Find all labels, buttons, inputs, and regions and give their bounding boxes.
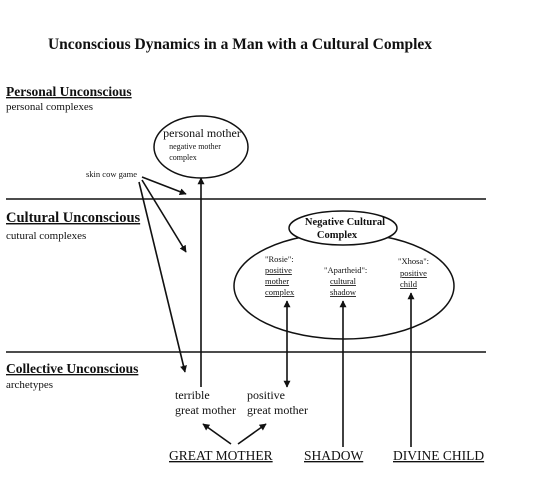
negative-cultural-complex-line2: Complex (317, 230, 358, 241)
positive-great-mother-line1: positive (247, 388, 285, 402)
arrow-great-mother-to-positive (237, 423, 267, 445)
archetype-shadow: SHADOW (304, 448, 364, 463)
archetype-great-mother: GREAT MOTHER (169, 448, 273, 463)
negative-cultural-complex-label-ellipse (288, 210, 398, 246)
negative-cultural-complex-ellipse (233, 232, 455, 340)
arrow-skin-cow-to-cultural (141, 179, 187, 253)
diagram-title: Unconscious Dynamics in a Man with a Cul… (48, 36, 432, 53)
apartheid-line1: cultural (330, 276, 357, 286)
arrow-skin-cow-to-collective (138, 181, 187, 373)
personal-unconscious-sub: personal complexes (6, 101, 93, 113)
cultural-unconscious-heading: Cultural Unconscious (6, 210, 141, 226)
terrible-great-mother-line1: terrible (175, 388, 210, 402)
positive-great-mother-line2: great mother (247, 403, 308, 417)
archetype-divine-child: DIVINE CHILD (393, 448, 484, 463)
personal-mother-line1: negative mother (169, 142, 221, 151)
apartheid-name: "Apartheid": (324, 265, 367, 275)
rosie-name: "Rosie": (265, 254, 294, 264)
rosie-line1: positive (265, 265, 292, 275)
personal-mother-title: personal mother (163, 126, 241, 140)
rosie-line3: complex (265, 287, 295, 297)
xhosa-name: "Xhosa": (398, 256, 429, 266)
skin-cow-game-label: skin cow game (86, 169, 137, 179)
rosie-line2: mother (265, 276, 289, 286)
xhosa-line1: positive (400, 268, 427, 278)
collective-unconscious-heading: Collective Unconscious (6, 361, 138, 376)
personal-mother-line2: complex (169, 153, 197, 162)
cultural-unconscious-sub: cutural complexes (6, 230, 86, 242)
terrible-great-mother-line2: great mother (175, 403, 236, 417)
apartheid-line2: shadow (330, 287, 357, 297)
arrow-great-mother-to-terrible (202, 423, 232, 445)
personal-unconscious-heading: Personal Unconscious (6, 84, 132, 99)
negative-cultural-complex-line1: Negative Cultural (305, 217, 385, 228)
collective-unconscious-sub: archetypes (6, 379, 53, 391)
xhosa-line2: child (400, 279, 418, 289)
arrow-skin-cow-to-personal (141, 176, 187, 195)
